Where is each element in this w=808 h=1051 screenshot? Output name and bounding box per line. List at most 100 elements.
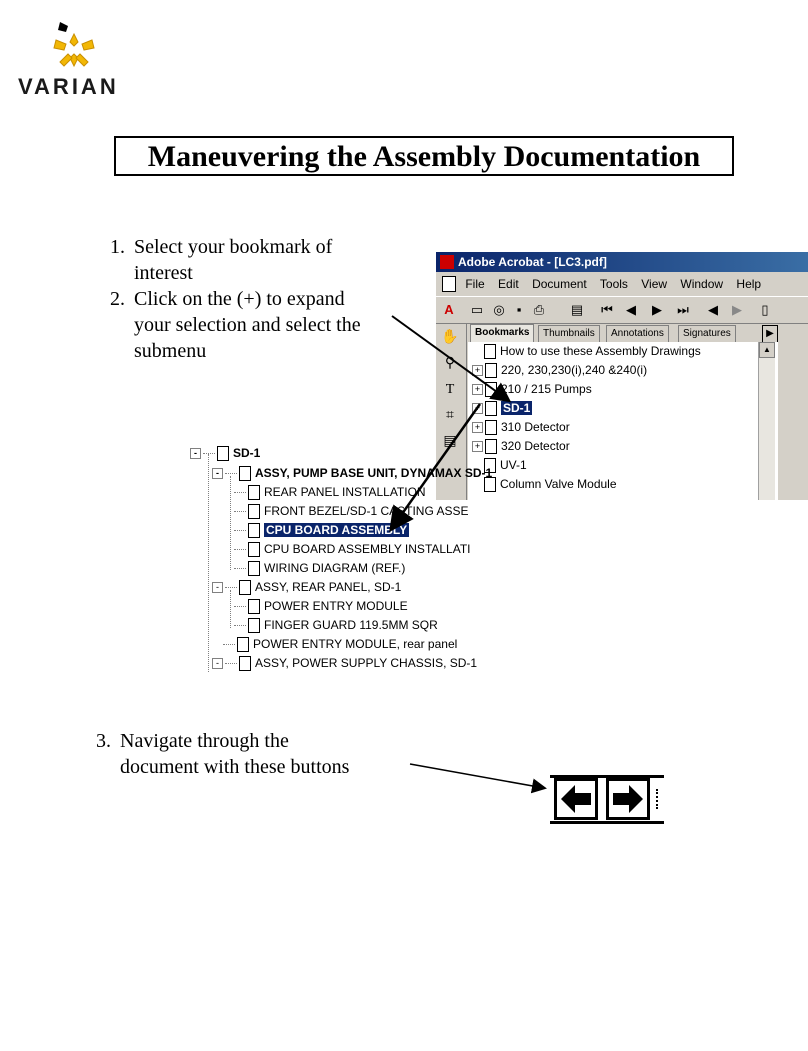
menu-tools[interactable]: Tools — [599, 277, 628, 291]
arrow-right-icon — [613, 785, 643, 813]
bookmark-item[interactable]: UV-1 — [484, 456, 527, 474]
tab-signatures[interactable]: Signatures — [678, 325, 736, 342]
tree-item-label: CPU BOARD ASSEMBLY — [264, 523, 410, 537]
bookmark-item[interactable]: +310 Detector — [472, 418, 570, 436]
tree-item[interactable]: REAR PANEL INSTALLATION — [234, 483, 426, 502]
bookmark-label: 210 / 215 Pumps — [501, 382, 592, 396]
hand-tool-icon[interactable]: ✋ — [441, 328, 459, 344]
collapse-minus-icon[interactable]: - — [212, 658, 223, 670]
expand-plus-icon[interactable]: + — [472, 422, 483, 434]
tab-thumbnails[interactable]: Thumbnails — [538, 325, 600, 342]
bookmark-label: 220, 230,230(i),240 &240(i) — [501, 363, 648, 377]
open-folder-icon[interactable]: ▭ — [470, 302, 484, 317]
step-1: 1.Select your bookmark of interest — [110, 234, 420, 286]
show-hide-navigation-icon[interactable]: ▤ — [570, 302, 584, 317]
text-select-tool-icon[interactable]: T — [445, 382, 455, 397]
next-page-icon[interactable]: ▶ — [652, 302, 662, 317]
acrobat-title-bar: Adobe Acrobat - [LC3.pdf] — [436, 252, 808, 272]
save-icon[interactable]: ▪ — [516, 302, 522, 317]
bookmark-item-selected[interactable]: +SD-1 — [472, 399, 533, 417]
tree-item-label: FINGER GUARD 119.5MM SQR — [264, 618, 438, 632]
tree-item[interactable]: CPU BOARD ASSEMBLY INSTALLATI — [234, 540, 471, 559]
acrobat-logo-icon[interactable]: A — [444, 302, 454, 317]
tree-item-label: REAR PANEL INSTALLATION — [264, 485, 426, 499]
zoom-tool-icon[interactable]: ⚲ — [444, 354, 456, 370]
step-3: 3.Navigate through the document with the… — [96, 728, 416, 780]
tab-bookmarks[interactable]: Bookmarks — [470, 324, 535, 343]
bookmark-page-icon — [248, 523, 260, 539]
tree-item[interactable]: - SD-1 — [190, 444, 260, 463]
bookmark-page-icon — [248, 561, 260, 577]
tree-item[interactable]: -ASSY, REAR PANEL, SD-1 — [212, 578, 401, 597]
expand-plus-icon[interactable]: + — [472, 441, 483, 453]
page-title: Maneuvering the Assembly Documentation — [114, 136, 734, 176]
expanded-bookmark-tree: -SD-1 -ASSY, PUMP BASE UNIT, DYNAMAX SD-… — [186, 440, 492, 678]
collapse-minus-icon[interactable]: - — [212, 468, 223, 480]
bookmark-page-icon — [484, 477, 496, 493]
bookmark-page-icon — [239, 580, 251, 596]
menu-help[interactable]: Help — [736, 277, 762, 291]
tree-item-label: FRONT BEZEL/SD-1 CASTING ASSE — [264, 504, 469, 518]
bookmark-item[interactable]: How to use these Assembly Drawings — [484, 342, 701, 360]
tree-item-selected[interactable]: CPU BOARD ASSEMBLY — [234, 521, 410, 540]
tree-item[interactable]: FINGER GUARD 119.5MM SQR — [234, 616, 438, 635]
toolbar: A ▭ ◎ ▪ ⎙ ▤ ⏮ ◀ ▶ ⏭ ◀ ▶ ▯ — [436, 296, 808, 324]
collapse-minus-icon[interactable]: - — [212, 582, 223, 594]
arrow-left-icon — [561, 785, 591, 813]
step-text-line: your selection and select the — [134, 314, 361, 336]
step-text-line: Navigate through the — [120, 730, 289, 752]
bookmark-page-icon — [239, 656, 251, 672]
last-page-icon[interactable]: ⏭ — [677, 302, 689, 317]
step-number: 1. — [110, 236, 125, 258]
step-text-line: interest — [134, 262, 193, 284]
print-icon[interactable]: ⎙ — [533, 302, 545, 317]
collapse-minus-icon[interactable]: - — [190, 448, 201, 460]
step-number: 2. — [110, 288, 125, 310]
tree-item[interactable]: - ASSY, POWER SUPPLY CHASSIS, SD-1 — [212, 654, 477, 673]
expand-plus-icon[interactable]: + — [472, 384, 483, 396]
tree-item-label: POWER ENTRY MODULE — [264, 599, 408, 613]
bookmark-page-icon — [248, 599, 260, 615]
expand-plus-icon[interactable]: + — [472, 365, 483, 377]
previous-view-button[interactable] — [554, 778, 598, 820]
step-text-line: submenu — [134, 340, 207, 362]
bookmark-item[interactable]: +320 Detector — [472, 437, 570, 455]
tree-item[interactable]: FRONT BEZEL/SD-1 CASTING ASSE — [234, 502, 469, 521]
next-view-button[interactable] — [606, 778, 650, 820]
crop-tool-icon[interactable]: ⌗ — [446, 406, 454, 422]
first-page-icon[interactable]: ⏮ — [601, 302, 613, 317]
bookmark-label: 320 Detector — [501, 439, 570, 453]
tab-annotations[interactable]: Annotations — [606, 325, 669, 342]
previous-page-icon[interactable]: ◀ — [626, 302, 636, 317]
tree-item-label: POWER ENTRY MODULE, rear panel — [253, 637, 458, 651]
bookmark-item[interactable]: +220, 230,230(i),240 &240(i) — [472, 361, 647, 379]
bookmark-label: How to use these Assembly Drawings — [500, 344, 701, 358]
arrow-to-nav-buttons — [409, 763, 547, 794]
menu-document[interactable]: Document — [532, 277, 587, 291]
bookmark-item[interactable]: Column Valve Module — [484, 475, 617, 493]
star-burst-logo-icon — [53, 22, 95, 68]
tree-item-label: ASSY, POWER SUPPLY CHASSIS, SD-1 — [255, 656, 478, 670]
go-forward-icon[interactable]: ▶ — [732, 302, 742, 317]
column-select-tool-icon[interactable]: ▤ — [443, 432, 457, 448]
bookmark-page-icon — [248, 485, 260, 501]
tree-item[interactable]: POWER ENTRY MODULE — [234, 597, 408, 616]
open-web-icon[interactable]: ◎ — [493, 302, 505, 317]
bookmark-page-icon — [237, 637, 249, 653]
new-page-icon[interactable]: ▯ — [761, 302, 769, 317]
menu-file[interactable]: File — [465, 277, 485, 291]
go-back-icon[interactable]: ◀ — [708, 302, 718, 317]
menu-window[interactable]: Window — [680, 277, 724, 291]
bookmark-page-icon — [239, 466, 251, 482]
varian-logo-text: VARIAN — [18, 74, 119, 99]
scroll-up-icon[interactable]: ▲ — [759, 342, 775, 358]
menu-edit[interactable]: Edit — [498, 277, 519, 291]
navigation-tabs: Bookmarks Thumbnails Annotations Signatu… — [468, 324, 808, 343]
bookmark-scrollbar[interactable]: ▲ — [758, 342, 775, 500]
tree-item[interactable]: WIRING DIAGRAM (REF.) — [234, 559, 405, 578]
bookmark-page-icon — [217, 446, 229, 462]
menu-view[interactable]: View — [641, 277, 668, 291]
bookmark-page-icon — [484, 458, 496, 474]
tree-item[interactable]: POWER ENTRY MODULE, rear panel — [212, 635, 457, 654]
tree-item-label: SD-1 — [233, 446, 261, 460]
